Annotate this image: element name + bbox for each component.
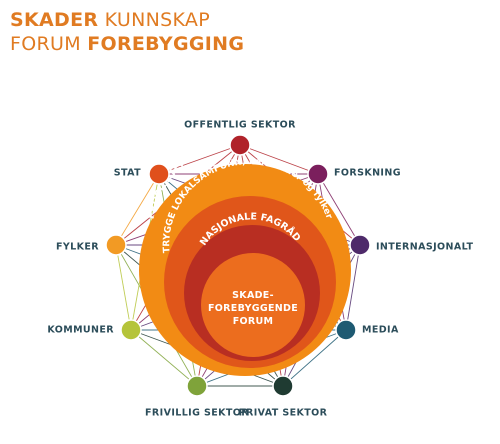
node-label-stat: STAT — [114, 168, 141, 179]
node-label-internasjonalt: INTERNASJONALT — [376, 242, 474, 253]
title-word-forum: FORUM — [10, 33, 81, 55]
connection-line — [130, 329, 198, 387]
title-word-skader: SKADER — [10, 9, 99, 31]
core-label-line-3: FORUM — [233, 316, 274, 327]
node-label-fylker: FYLKER — [56, 242, 99, 253]
core-circle — [201, 253, 305, 357]
node-privat-sektor — [272, 375, 294, 397]
title-word-kunnskap: KUNNSKAP — [104, 9, 210, 31]
connection-line — [115, 173, 160, 246]
node-kommuner — [120, 319, 142, 341]
node-label-kommuner: KOMMUNER — [47, 325, 114, 336]
node-label-media: MEDIA — [362, 325, 399, 336]
node-label-privat-sektor: PRIVAT SEKTOR — [239, 408, 328, 419]
node-label-forskning: FORSKNING — [334, 168, 401, 179]
core-label-line-2: FOREBYGGENDE — [208, 303, 298, 314]
core-label-line-1: SKADE- — [232, 290, 274, 301]
node-label-frivillig-sektor: FRIVILLIG SEKTOR — [145, 408, 249, 419]
connection-line — [317, 173, 361, 246]
title-line-1: SKADER KUNNSKAP — [10, 8, 244, 32]
title-line-2: FORUM FOREBYGGING — [10, 32, 244, 56]
connection-line — [345, 244, 361, 331]
node-internasjonalt — [349, 234, 371, 256]
node-stat — [148, 163, 170, 185]
node-media — [335, 319, 357, 341]
connection-line — [115, 244, 132, 331]
stakeholder-labels: OFFENTLIG SEKTOR FORSKNING INTERNASJONALT M… — [47, 120, 473, 419]
node-label-offentlig-sektor: OFFENTLIG SEKTOR — [184, 120, 296, 131]
connection-line — [282, 329, 347, 387]
node-frivillig-sektor — [186, 375, 208, 397]
title-word-forebygging: FOREBYGGING — [87, 33, 245, 55]
stakeholder-nodes — [105, 134, 371, 397]
connection-line — [239, 144, 319, 175]
connection-line — [158, 144, 241, 175]
node-fylker — [105, 234, 127, 256]
node-offentlig-sektor — [229, 134, 251, 156]
page-title: SKADER KUNNSKAP FORUM FOREBYGGING — [10, 8, 244, 56]
node-forskning — [307, 163, 329, 185]
